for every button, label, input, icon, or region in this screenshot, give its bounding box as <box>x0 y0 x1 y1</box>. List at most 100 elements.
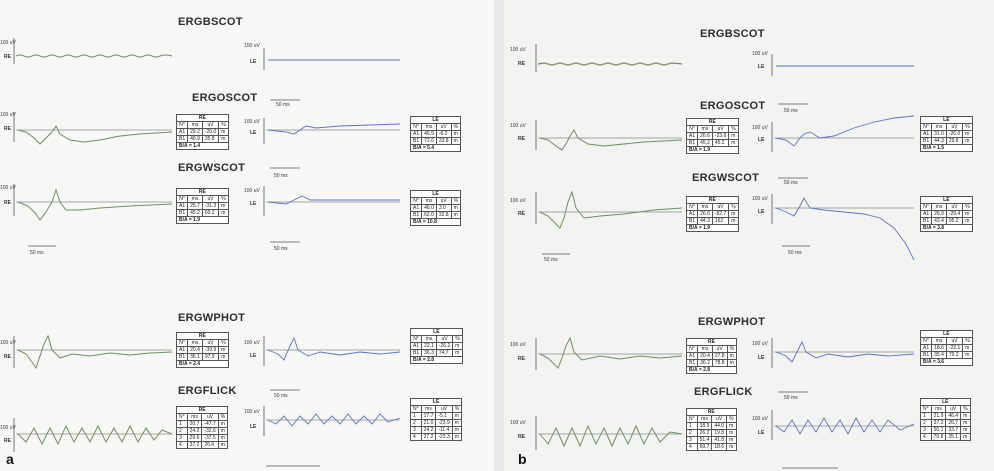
table-cell: -22.1 <box>945 344 964 352</box>
le-eye-label: LE <box>250 130 257 136</box>
re-eye-label: RE <box>4 354 11 360</box>
table-cell: 17.7 <box>420 412 437 420</box>
column-header: % <box>451 405 463 413</box>
column-header: uV <box>435 405 453 413</box>
table-cell: 27.8 <box>711 352 728 360</box>
table-caption: LE <box>920 196 973 204</box>
column-header: N° <box>175 339 189 347</box>
le-eye-label: LE <box>250 424 257 430</box>
table-cell: -29.4 <box>945 210 964 218</box>
table-cell: m <box>726 352 738 360</box>
re-amplitude-scale: 100 uV <box>510 342 526 348</box>
table-cell: B1 <box>175 135 189 143</box>
table-cell: m <box>726 443 737 451</box>
le-time-scale-label: 50 ms <box>788 250 802 256</box>
panel-label-a: a <box>6 451 14 467</box>
table-cell: 29.6 <box>186 434 203 442</box>
time-scale-label: 50 ms <box>276 102 290 108</box>
table-cell: A1 <box>409 342 423 350</box>
table-cell: 33.7 <box>945 426 962 434</box>
column-header: % <box>218 121 229 129</box>
column-header: uV <box>945 405 962 413</box>
table-cell: A1 <box>409 130 423 138</box>
table-cell: A1 <box>919 130 933 138</box>
table-cell: 3 <box>176 434 188 442</box>
table-cell: B1 <box>919 217 933 225</box>
table-cell: -20.0 <box>201 128 220 136</box>
table-cell: 21.0 <box>420 419 437 427</box>
column-header: N° <box>175 121 189 129</box>
table-cell: m <box>452 342 463 350</box>
le-eye-label: LE <box>758 209 765 215</box>
table-cell: B1 <box>685 359 699 367</box>
table-cell: B1 <box>175 209 189 217</box>
bscot-traces <box>535 44 914 105</box>
table-cell: 36.3 <box>421 349 437 357</box>
column-header: ms <box>421 123 437 131</box>
re-eye-label: RE <box>4 126 11 132</box>
section-title-flick: ERGFLICK <box>694 386 753 398</box>
oscot-traces <box>535 115 915 179</box>
table-cell: 70.8 <box>930 433 947 441</box>
table-cell: 62.0 <box>421 211 437 219</box>
re-amplitude-scale: 100 uV <box>510 47 526 53</box>
column-header: % <box>217 413 229 421</box>
column-header: N° <box>409 335 423 343</box>
table-cell: 44.3 <box>697 217 713 225</box>
time-scale-label: 50 ms <box>274 393 288 399</box>
table-caption: LE <box>920 398 971 406</box>
le-eye-label: LE <box>250 353 257 359</box>
panel-a: ERGBSCOT 100 uV RE 100 uV LE 50 ms ERGOS… <box>0 0 494 471</box>
table-cell: 36.2 <box>697 359 713 367</box>
table-cell: 3.0 <box>435 204 452 212</box>
table-cell: 32.8 <box>435 211 452 219</box>
table-cell: -23.6 <box>711 132 730 140</box>
re-amplitude-scale: 100 uV <box>0 185 16 191</box>
table-cell: 78.8 <box>711 359 728 367</box>
time-scale-label: 50 ms <box>784 395 798 401</box>
table-cell: m <box>962 137 973 145</box>
table-cell: -23.3 <box>435 433 453 441</box>
le-amplitude-scale: 100 uV <box>752 416 768 422</box>
column-header: uV <box>201 195 220 203</box>
table-caption: RE <box>686 408 737 416</box>
table-cell: m <box>217 441 229 449</box>
table-cell: m <box>960 419 971 427</box>
table-cell: -39.9 <box>201 346 220 354</box>
le-time-scale-label: 50 ms <box>274 246 288 252</box>
column-header: ms <box>697 203 713 211</box>
table-cell: -37.5 <box>201 434 219 442</box>
le-amplitude-scale: 100 uV <box>752 51 768 57</box>
table-cell: m <box>218 346 229 354</box>
column-header: N° <box>686 415 698 423</box>
table-cell: 46.9 <box>187 135 203 143</box>
section-title-wscot: ERGWSCOT <box>692 172 760 184</box>
table-cell: -47.7 <box>201 420 219 428</box>
column-header: N° <box>919 337 933 345</box>
table-cell: 50.1 <box>930 426 947 434</box>
table-cell: 20.7 <box>186 420 203 428</box>
table-cell: m <box>217 434 229 442</box>
table-cell: 51.4 <box>696 436 713 444</box>
column-header: ms <box>187 121 203 129</box>
table-caption: LE <box>409 116 462 124</box>
table-cell: m <box>217 420 229 428</box>
section-title-bscot: ERGBSCOT <box>700 28 765 40</box>
b-a-ratio: B/A = 2.8 <box>410 356 463 364</box>
table-cell: 26.2 <box>696 429 713 437</box>
table-caption: LE <box>409 398 463 406</box>
b-a-ratio: B/A = 10.8 <box>409 218 462 226</box>
table-cell: m <box>726 436 737 444</box>
table-cell: -32.6 <box>201 427 219 435</box>
bscot-traces <box>13 38 400 101</box>
table-cell: -26.2 <box>435 342 454 350</box>
re-amplitude-scale: 100 uV <box>0 112 16 118</box>
wphot-traces <box>535 336 915 393</box>
table-cell: B1 <box>919 351 933 359</box>
le-eye-label: LE <box>758 64 765 70</box>
